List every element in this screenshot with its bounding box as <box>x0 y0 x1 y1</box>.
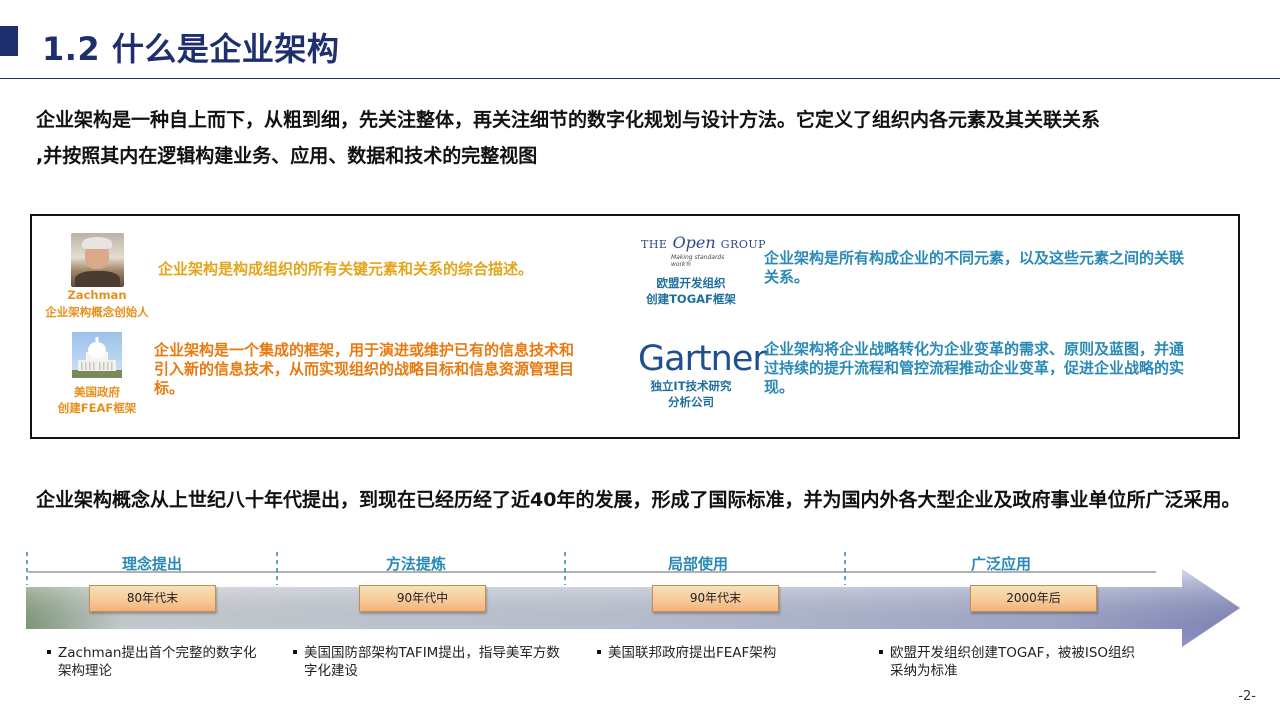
event-3: 美国联邦政府提出FEAF架构 <box>597 644 838 662</box>
zachman-portrait <box>71 233 124 287</box>
gartner-label-2: 分析公司 <box>668 395 714 409</box>
bullet-icon <box>293 650 297 654</box>
era-box-3: 90年代末 <box>652 585 779 612</box>
era-box-4: 2000年后 <box>970 585 1097 612</box>
bullet-icon <box>47 650 51 654</box>
bullet-icon <box>597 650 601 654</box>
us-gov-definition: 企业架构是一个集成的框架，用于演进或维护已有的信息技术和引入新的信息技术，从而实… <box>154 341 575 397</box>
phase-label-3: 局部使用 <box>667 555 728 573</box>
open-group-logo-the: THE <box>641 238 668 251</box>
open-group-logo: THE Open GROUP Making standards work® <box>641 233 766 269</box>
open-group-logo-open: Open <box>672 233 716 252</box>
summary-paragraph: 企业架构概念从上世纪八十年代提出，到现在已经历经了近40年的发展，形成了国际标准… <box>36 489 1241 511</box>
gartner-definition: 企业架构将企业战略转化为企业变革的需求、原则及蓝图，并通过持续的提升流程和管控流… <box>764 340 1185 396</box>
title-divider <box>0 78 1280 79</box>
event-4-text: 欧盟开发组织创建TOGAF，被被ISO组织采纳为标准 <box>890 645 1136 679</box>
capitol-image <box>72 332 122 378</box>
title-accent-bar <box>0 26 18 56</box>
page-number: -2- <box>1238 689 1256 704</box>
open-group-logo-group: GROUP <box>720 238 767 251</box>
phase-label-2: 方法提炼 <box>385 555 446 573</box>
gartner-label-1: 独立IT技术研究 <box>650 379 732 393</box>
event-2: 美国国防部架构TAFIM提出，指导美军方数字化建设 <box>293 644 564 680</box>
page-title: 1.2 什么是企业架构 <box>42 30 340 68</box>
zachman-role: 企业架构概念创始人 <box>45 305 149 319</box>
phase-label-4: 广泛应用 <box>970 555 1031 573</box>
timeline-dividers <box>26 552 846 585</box>
definitions-box <box>30 214 1240 439</box>
open-group-definition: 企业架构是所有构成企业的不同元素，以及这些元素之间的关联关系。 <box>764 249 1185 286</box>
event-2-text: 美国国防部架构TAFIM提出，指导美军方数字化建设 <box>304 645 560 679</box>
intro-line-1: 企业架构是一种自上而下，从粗到细，先关注整体，再关注细节的数字化规划与设计方法。… <box>36 109 1101 131</box>
event-4: 欧盟开发组织创建TOGAF，被被ISO组织采纳为标准 <box>879 644 1140 680</box>
era-box-2: 90年代中 <box>359 585 486 612</box>
zachman-name: Zachman <box>67 288 127 302</box>
us-gov-label-1: 美国政府 <box>74 385 120 399</box>
open-group-label-1: 欧盟开发组织 <box>656 276 726 290</box>
zachman-definition: 企业架构是构成组织的所有关键元素和关系的综合描述。 <box>158 260 534 278</box>
event-1: Zachman提出首个完整的数字化架构理论 <box>47 644 268 680</box>
timeline-arrow <box>26 552 1240 647</box>
event-3-text: 美国联邦政府提出FEAF架构 <box>608 645 777 661</box>
bullet-icon <box>879 650 883 654</box>
phase-label-1: 理念提出 <box>121 555 182 573</box>
event-1-text: Zachman提出首个完整的数字化架构理论 <box>58 645 257 679</box>
gartner-logo: Gartner <box>638 339 767 379</box>
us-gov-label-2: 创建FEAF框架 <box>57 401 137 415</box>
intro-line-2: ,并按照其内在逻辑构建业务、应用、数据和技术的完整视图 <box>36 145 538 167</box>
intro-paragraph: 企业架构是一种自上而下，从粗到细，先关注整体，再关注细节的数字化规划与设计方法。… <box>36 102 1236 174</box>
era-box-1: 80年代末 <box>89 585 216 612</box>
open-group-logo-tagline: Making standards work® <box>671 254 725 268</box>
open-group-label-2: 创建TOGAF框架 <box>646 292 736 306</box>
